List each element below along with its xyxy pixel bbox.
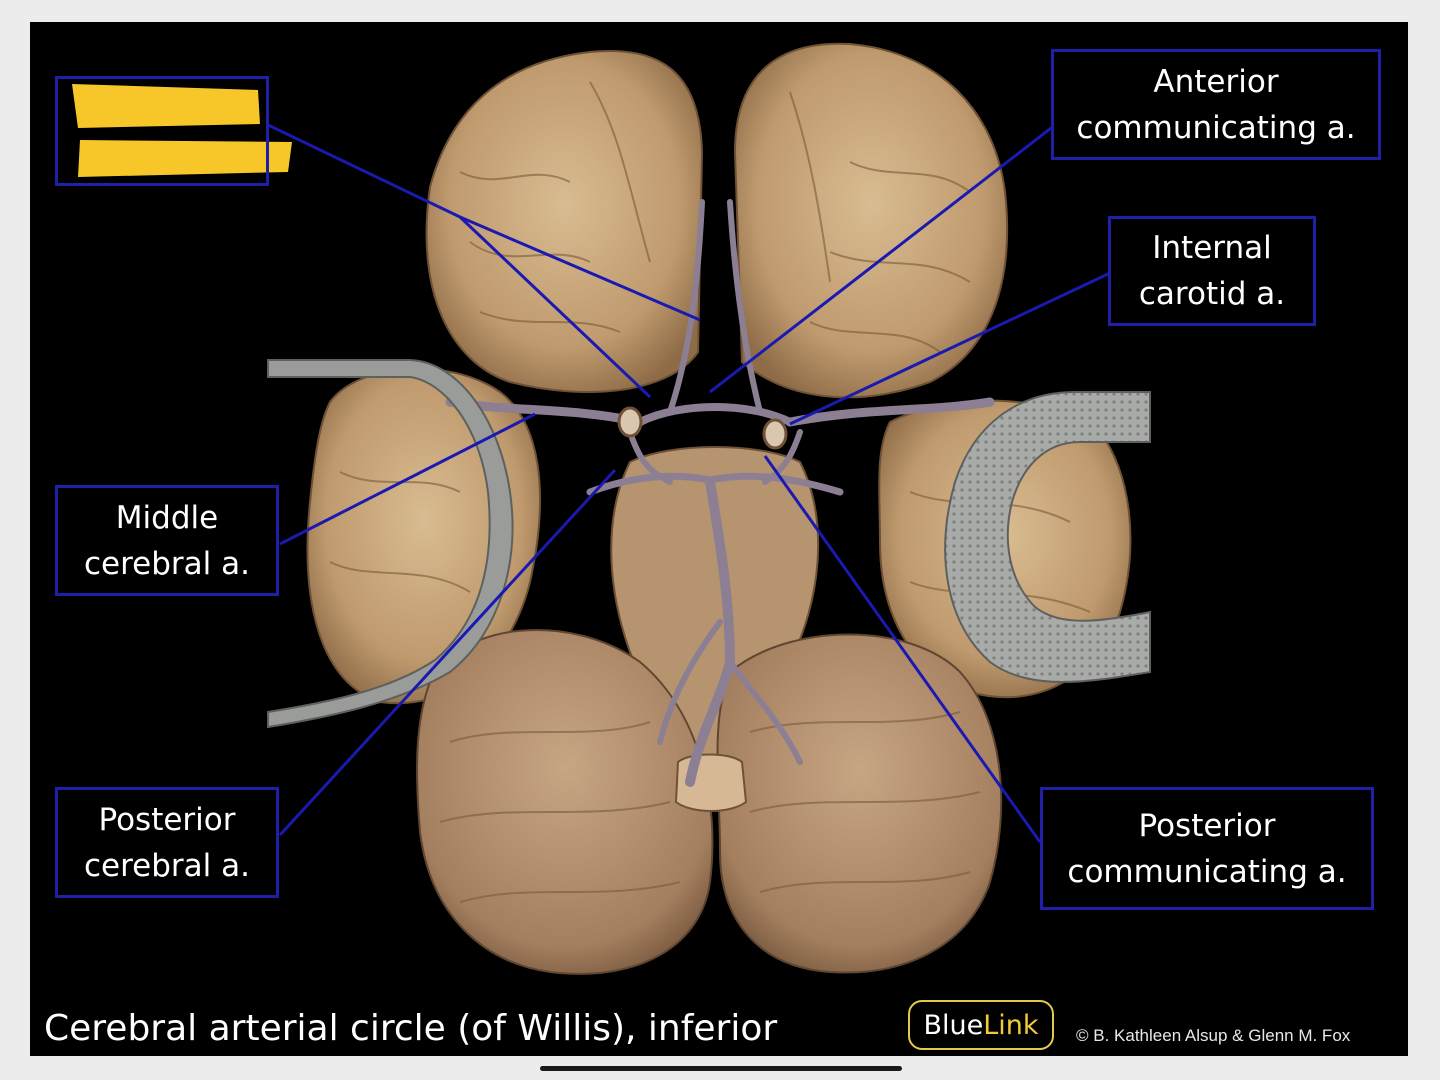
highlight-mark-top [72, 84, 260, 128]
label-line: Anterior [1153, 63, 1279, 100]
slide-caption: Cerebral arterial circle (of Willis), in… [44, 1008, 778, 1049]
cerebellum-right [716, 633, 1003, 974]
slide-canvas: Anterior communicating a. Internal carot… [30, 22, 1408, 1056]
label-line: communicating a. [1076, 109, 1356, 146]
label-posterior-cerebral-artery: Posterior cerebral a. [55, 787, 279, 898]
label-line: Posterior [98, 801, 236, 838]
left-retractor [267, 359, 514, 729]
highlight-mark-bottom [78, 140, 292, 177]
brain-photograph [72, 42, 1151, 975]
label-line: carotid a. [1138, 276, 1286, 312]
right-carotid-stump [762, 418, 788, 450]
label-line: cerebral a. [84, 847, 250, 884]
right-frontal-lobe [733, 42, 1009, 399]
label-posterior-communicating-artery: Posterior communicating a. [1040, 787, 1374, 910]
cerebellum-left [416, 629, 714, 975]
gyri-texture [329, 81, 1091, 903]
label-line: Middle [115, 499, 219, 536]
left-carotid-stump [617, 406, 643, 438]
label-internal-carotid-artery: Internal carotid a. [1108, 216, 1316, 326]
label-line: Posterior [1138, 807, 1276, 844]
label-middle-cerebral-artery: Middle cerebral a. [55, 485, 279, 596]
right-retractor [944, 391, 1151, 683]
copyright-notice: © B. Kathleen Alsup & Glenn M. Fox [1076, 1026, 1351, 1045]
covered-label-box [55, 76, 269, 186]
label-line: communicating a. [1067, 853, 1347, 890]
label-line: Internal [1152, 230, 1272, 266]
label-anterior-communicating-artery: Anterior communicating a. [1051, 49, 1381, 160]
logo-text-blue: Blue [923, 1009, 984, 1041]
logo-text-link: Link [983, 1009, 1039, 1041]
label-line: cerebral a. [84, 545, 250, 582]
leader-lines [267, 123, 1111, 843]
home-indicator-bar[interactable] [540, 1066, 902, 1071]
